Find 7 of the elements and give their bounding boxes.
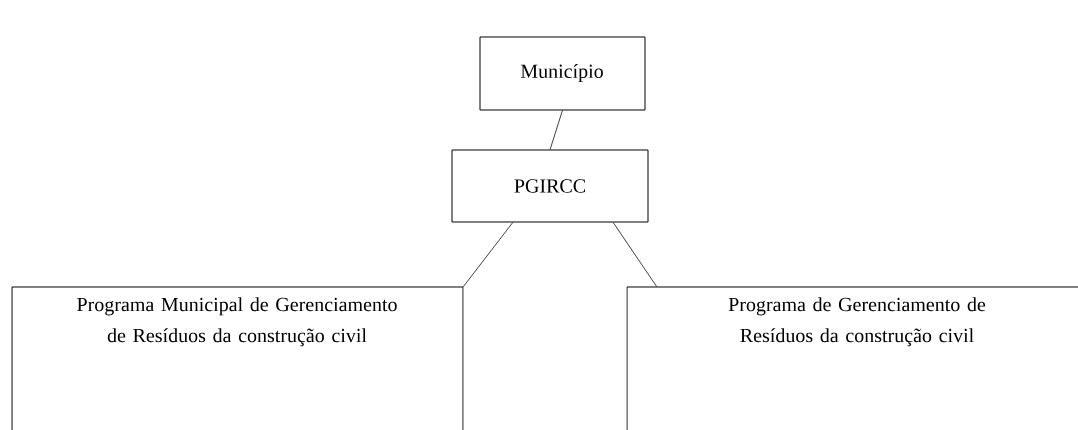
connector-line	[549, 109, 563, 151]
process-box: PGIRCC	[451, 149, 649, 223]
process-box: Programa Municipal de Gerenciamento de Resíduos da construção civil	[11, 286, 464, 430]
connector-line	[462, 221, 514, 288]
connector-line	[612, 221, 658, 288]
process-box: Município	[479, 36, 646, 111]
process-box: Programa de Gerenciamento de Resíduos da construção civil	[626, 286, 1078, 430]
